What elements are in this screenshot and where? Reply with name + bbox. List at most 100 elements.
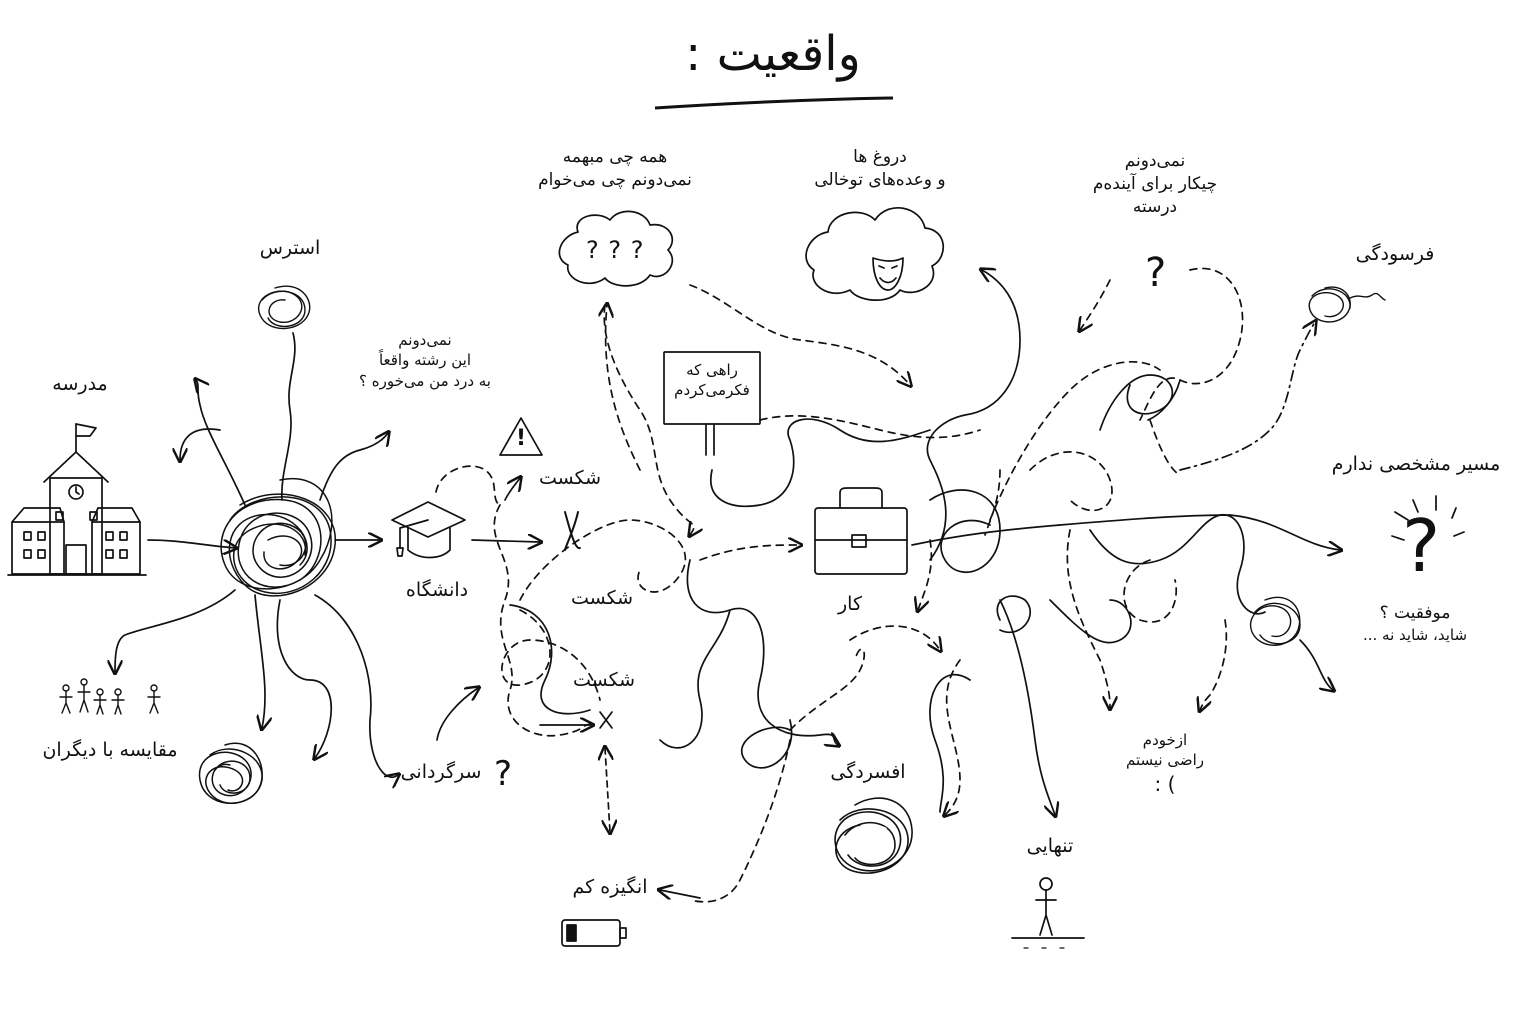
label-sign: راهی که فکرمی‌کردم <box>666 360 758 401</box>
label-burnout: فرسودگی <box>1355 243 1435 265</box>
people-icon <box>59 678 161 715</box>
confusion-cloud-icon <box>558 210 674 287</box>
arrow-knot-to-bottom-scribble <box>254 594 265 728</box>
unsure-field-line-2: این رشته واقعاً <box>378 351 472 370</box>
lies-line-1: دروغ ها <box>853 147 907 167</box>
lies-cloud-icon <box>805 207 945 301</box>
loop-work-right <box>929 489 1001 573</box>
sign-line-2: فکرمی‌کردم <box>674 381 750 400</box>
arrow-knot-down-right <box>276 599 332 758</box>
dashed-work-lower <box>918 539 933 610</box>
dashed-cloud-up-arrow <box>606 305 641 471</box>
anxiety-scribble-icon <box>198 742 263 804</box>
loop-future <box>1099 374 1174 431</box>
loop-to-loneliness <box>996 595 1032 633</box>
arrow-tangle-to-no-path <box>1059 514 1340 550</box>
cloud-question-marks: ? ? ? <box>586 236 645 264</box>
dash-right-upper <box>1149 419 1181 476</box>
arrow-university-to-fail <box>471 540 540 542</box>
arrow-to-right-scribble <box>1299 639 1333 690</box>
burnout-scribble-icon <box>1308 286 1386 323</box>
solid-lower-tangle <box>1049 599 1132 644</box>
label-no-path: مسیر مشخصی ندارم <box>1331 453 1501 475</box>
arrow-school-to-knot <box>147 539 235 548</box>
dashed-loop-mid <box>519 519 687 601</box>
loop-mid-2 <box>659 609 731 749</box>
loop-sign-down <box>709 418 931 508</box>
dashed-path-univ-down <box>493 504 596 737</box>
arrow-into-low-motivation <box>689 739 791 903</box>
stress-knot-scribble <box>220 477 336 597</box>
solid-to-loneliness <box>999 599 1055 815</box>
dashed-cloud-to-lies <box>689 284 910 385</box>
label-school: مدرسه <box>52 373 108 395</box>
arrow-confusion-up <box>436 688 478 741</box>
label-work: کار <box>837 593 862 615</box>
depression-scribble-icon <box>834 797 913 874</box>
dashed-to-self <box>1066 529 1110 708</box>
dashed-right-loop-2 <box>1139 267 1244 421</box>
school-building-icon <box>7 423 147 576</box>
loop-mid-1 <box>686 559 838 745</box>
lies-line-2: و وعده‌های توخالی <box>814 169 946 190</box>
sign-line-1: راهی که <box>686 361 738 379</box>
unsure-field-line-3: به درد من می‌خوره ؟ <box>359 371 491 390</box>
label-failure-1: شکست <box>538 467 602 489</box>
label-future-unknown: نمی‌دونم چیکار برای آینده‌م درسته <box>1070 150 1240 219</box>
briefcase-icon <box>814 487 908 575</box>
arrow-small-x-vertical <box>605 748 610 832</box>
question-burst-icon <box>1391 495 1465 541</box>
future-line-3: درسته <box>1132 196 1178 217</box>
future-line-2: چیکار برای آینده‌م <box>1092 173 1218 194</box>
future-line-1: نمی‌دونم <box>1124 151 1186 171</box>
label-university: دانشگاه <box>405 579 469 601</box>
title-underline <box>654 96 894 110</box>
label-success: موفقیت ؟ شاید، شاید نه ... <box>1340 602 1490 645</box>
label-loneliness: تنهایی <box>1026 835 1074 857</box>
arrow-stress-to-knot <box>281 332 296 501</box>
label-comparison: مقایسه با دیگران <box>42 739 178 761</box>
label-confusion: سرگردانی <box>400 761 482 783</box>
label-unsure-field: نمی‌دونم این رشته واقعاً به درد من می‌خو… <box>345 330 505 391</box>
arrow-fail-to-warning <box>504 478 520 501</box>
success-line-2: شاید، شاید نه ... <box>1362 625 1468 644</box>
label-depression: افسردگی <box>830 761 906 783</box>
dashed-right-tangle-1 <box>989 360 1161 521</box>
dashed-future-arrow <box>1080 279 1111 330</box>
confusion-question-mark: ? <box>494 754 513 794</box>
label-low-motivation: انگیزه کم <box>572 876 648 898</box>
wavy-right-loop <box>1089 514 1266 615</box>
self-line-3: : ( <box>1154 771 1176 796</box>
page-title: واقعیت : <box>685 26 861 82</box>
vague-line-2: نمی‌دونم چی می‌خوام <box>538 169 692 190</box>
loop-small-right <box>1147 379 1181 421</box>
label-everything-vague: همه چی مبهمه نمی‌دونم چی می‌خوام <box>520 146 710 192</box>
dashed-right-down-loop <box>1123 559 1178 623</box>
arrow-knot-to-confusion <box>314 594 398 777</box>
unsure-field-line-1: نمی‌دونم <box>398 331 452 349</box>
dashed-work-down <box>849 625 940 650</box>
warning-icon <box>499 417 543 456</box>
solid-arc-down <box>929 673 971 813</box>
small-x-mark <box>599 711 613 729</box>
self-line-2: راضی نیستم <box>1125 751 1204 770</box>
battery-low-icon <box>561 919 627 947</box>
signpost-icon <box>663 351 761 456</box>
stick-figure-icon <box>1011 877 1085 949</box>
dashed-right-bottom <box>1200 619 1228 710</box>
mortarboard-icon <box>391 501 466 559</box>
arrow-wander-to-work <box>699 545 800 561</box>
uncertainty-scribble-icon <box>1249 596 1301 646</box>
dashed-tangle-down <box>984 469 1001 536</box>
label-failure-2: شکست <box>570 587 634 609</box>
dashed-from-cloud-down <box>603 304 694 535</box>
dashed-depression-arc <box>789 648 865 731</box>
dashed-university-up <box>435 465 501 506</box>
label-failure-3: شکست <box>572 669 636 691</box>
mask-icon <box>872 257 904 291</box>
arrow-knot-left-branch <box>180 428 221 460</box>
arrow-work-right <box>911 524 1061 546</box>
future-question-mark: ? <box>1145 250 1167 296</box>
sad-face-icon <box>858 826 888 854</box>
